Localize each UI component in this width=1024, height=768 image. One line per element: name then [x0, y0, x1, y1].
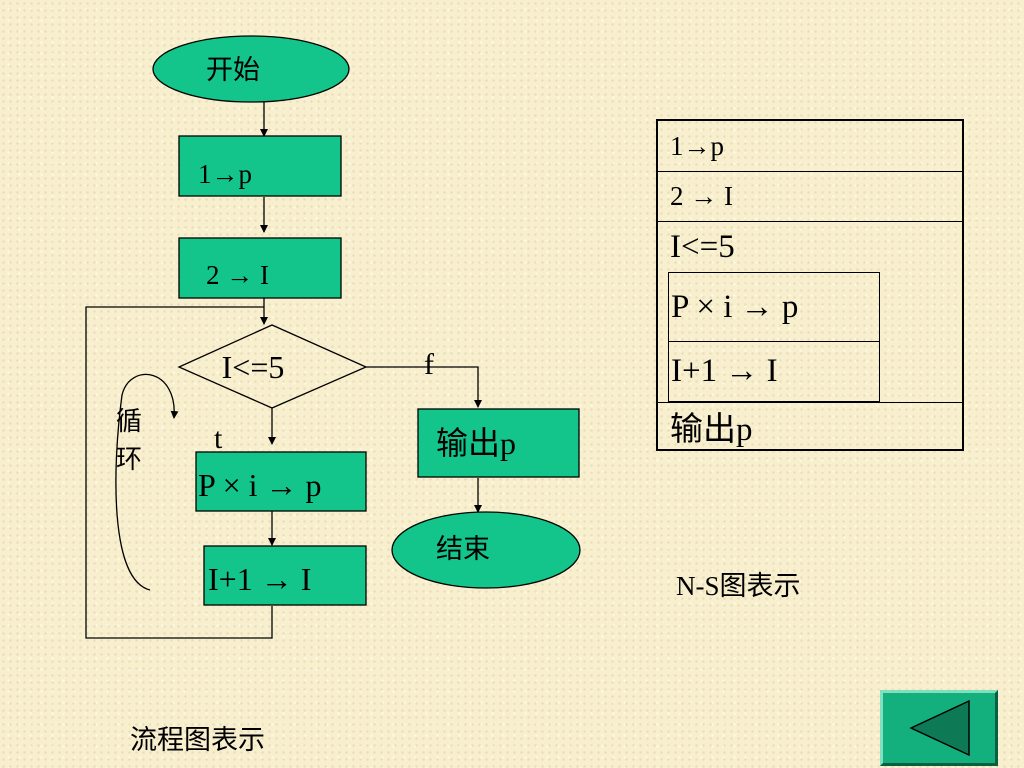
ns-loop-body-1: P × i → p	[668, 272, 880, 342]
ns-row-2: 2 → I	[658, 172, 962, 222]
output-text: 输出p	[436, 425, 516, 461]
ns-loop-body-2: I+1 → I	[668, 342, 880, 402]
start-terminal	[152, 35, 350, 103]
connector-condition-output	[366, 366, 482, 408]
true-label: t	[214, 422, 223, 455]
flowchart-caption: 流程图表示	[130, 725, 265, 755]
body1-box	[195, 451, 367, 512]
ns-chart: 1→p 2 → I I<=5 P × i → p I+1 → I 输出p	[656, 119, 964, 451]
step2-box	[178, 237, 342, 299]
ns-row-1: 1→p	[658, 121, 962, 172]
condition-diamond	[177, 324, 368, 409]
false-label: f	[424, 348, 434, 381]
loop-label-char2: 环	[116, 445, 142, 474]
condition-text: I<=5	[222, 349, 285, 385]
ns-output: 输出p	[658, 402, 962, 449]
ns-loop-condition: I<=5	[658, 222, 735, 272]
ns-loop-body-1-text: P × i → p	[671, 288, 799, 325]
end-text: 结束	[436, 534, 490, 564]
output-box	[417, 408, 580, 478]
loop-back-line	[85, 306, 273, 639]
start-text: 开始	[206, 55, 260, 85]
step1-text: 1→p	[198, 159, 252, 189]
ns-output-text: 输出p	[670, 412, 753, 448]
ns-caption: N-S图表示	[676, 571, 801, 601]
end-terminal	[391, 511, 581, 589]
step1-box	[178, 135, 342, 197]
body2-text: I+1 → I	[208, 561, 311, 597]
back-arrow-icon	[909, 699, 970, 757]
step2-text: 2 → I	[206, 260, 269, 290]
ns-row-1-text: 1→p	[670, 130, 724, 161]
body2-box	[203, 545, 367, 606]
loop-curve-arrow	[115, 373, 179, 591]
ns-loop-body-2-text: I+1 → I	[671, 353, 778, 389]
back-button[interactable]	[880, 690, 998, 766]
loop-label-char1: 循	[116, 407, 142, 436]
ns-row-2-text: 2 → I	[670, 181, 733, 211]
body1-text: P × i → p	[198, 467, 322, 503]
ns-loop-condition-text: I<=5	[670, 228, 735, 265]
